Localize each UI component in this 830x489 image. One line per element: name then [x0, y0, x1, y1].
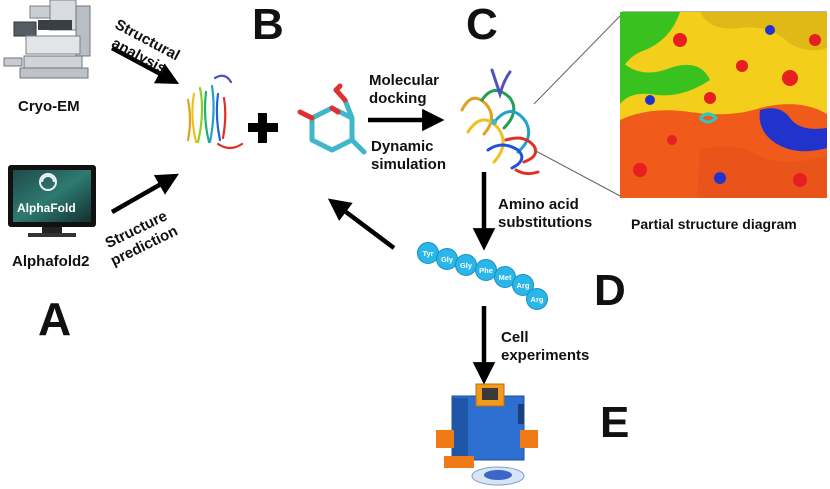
amino-acid-label: Tyr — [422, 249, 433, 258]
panel-letter-b: B — [252, 0, 284, 49]
plus-icon — [248, 113, 278, 143]
panel-letter-a: A — [38, 293, 72, 345]
amino-acid-label: Gly — [441, 255, 454, 264]
alphafold2-label: Alphafold2 — [12, 253, 90, 270]
arrow-d-to-b — [327, 198, 396, 250]
panel-letter-c: C — [466, 0, 498, 49]
panel-letter-e: E — [600, 398, 630, 447]
alphafold-screen-label: AlphaFold — [17, 201, 76, 215]
dynamic-simulation-label: Dynamic simulation — [371, 138, 447, 173]
cryo-em-label: Cryo-EM — [18, 98, 80, 115]
partial-structure-surface — [620, 12, 827, 198]
arrows — [110, 46, 496, 385]
amino-acid-label: Met — [499, 273, 512, 282]
amino-acid-bead — [512, 274, 534, 296]
panel-letter-d: D — [594, 266, 626, 315]
amino-acid-substitutions-label: Amino acid substitutions — [498, 196, 593, 231]
cell-experiments-label: Cell experiments — [501, 329, 590, 364]
monitor-icon — [8, 165, 96, 237]
amino-acid-label: Gly — [460, 261, 473, 270]
protein-structure-b — [186, 74, 244, 150]
ligand-molecule — [297, 83, 367, 155]
amino-acid-label: Arg — [517, 281, 530, 290]
arrow-alphafold-to-b — [110, 173, 179, 214]
partial-structure-label: Partial structure diagram — [631, 216, 797, 232]
amino-acid-bead — [475, 259, 497, 281]
amino-acid-bead — [526, 288, 548, 310]
molecular-docking-label: Molecular docking — [369, 72, 440, 107]
arrow-cryo-to-b — [110, 46, 180, 84]
lab-instrument-icon — [436, 383, 538, 486]
protein-ligand-complex-c — [460, 68, 540, 176]
amino-acid-label: Arg — [531, 295, 544, 304]
cryo-em-microscope-icon — [3, 0, 91, 79]
amino-acid-label: Phe — [479, 266, 493, 275]
